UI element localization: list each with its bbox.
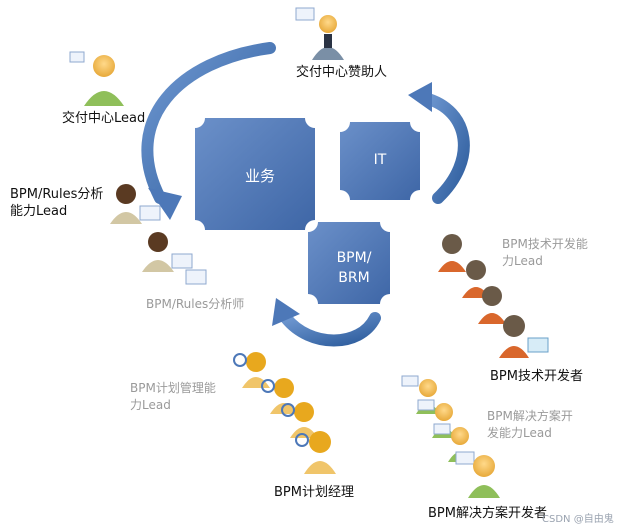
plan-lead-label: BPM计划管理能 力Lead	[130, 381, 216, 412]
solution-dev-label: BPM解决方案开发者	[428, 506, 547, 521]
tech-lead-person-icon	[438, 234, 466, 272]
rules-lead-label: BPM/Rules分析 能力Lead	[10, 187, 104, 219]
sponsor-label: 交付中心赞助人	[296, 65, 388, 80]
tech-lead-label: BPM技术开发能 力Lead	[502, 237, 588, 268]
cycle-arrow-right	[408, 82, 470, 204]
bpm-label: BPM/ BRM	[336, 250, 372, 286]
solution-lead-label: BPM解决方案开 发能力Lead	[487, 409, 573, 440]
delivery-lead-label: 交付中心Lead	[62, 111, 146, 126]
tech-dev-2-person-icon	[478, 286, 506, 324]
cycle-arrow-top	[141, 42, 276, 220]
it-box	[340, 122, 420, 200]
delivery-lead-person-icon	[69, 51, 124, 106]
business-label: 业务	[244, 167, 275, 185]
rules-analyst-label: BPM/Rules分析师	[146, 297, 245, 311]
manager-person-icon	[295, 431, 336, 474]
it-label: IT	[373, 152, 387, 168]
plan-member-1-icon	[261, 378, 298, 414]
cycle-arrow-bottom	[272, 298, 381, 347]
solution-dev-person-icon	[455, 451, 500, 498]
manager-label: BPM计划经理	[274, 485, 354, 500]
developer-person-icon	[499, 315, 549, 358]
developer-label: BPM技术开发者	[490, 369, 583, 384]
sponsor-person-icon	[295, 7, 344, 60]
plan-lead-person-icon	[233, 352, 270, 388]
bpm-box	[308, 222, 390, 304]
rules-lead-person-icon	[110, 184, 161, 224]
watermark: CSDN @自由鬼	[542, 514, 614, 525]
rules-analyst-person-icon	[142, 232, 193, 272]
rules-analyst-2-icon	[185, 269, 207, 285]
solution-dev-2-icon	[433, 423, 472, 462]
business-box	[195, 118, 315, 230]
